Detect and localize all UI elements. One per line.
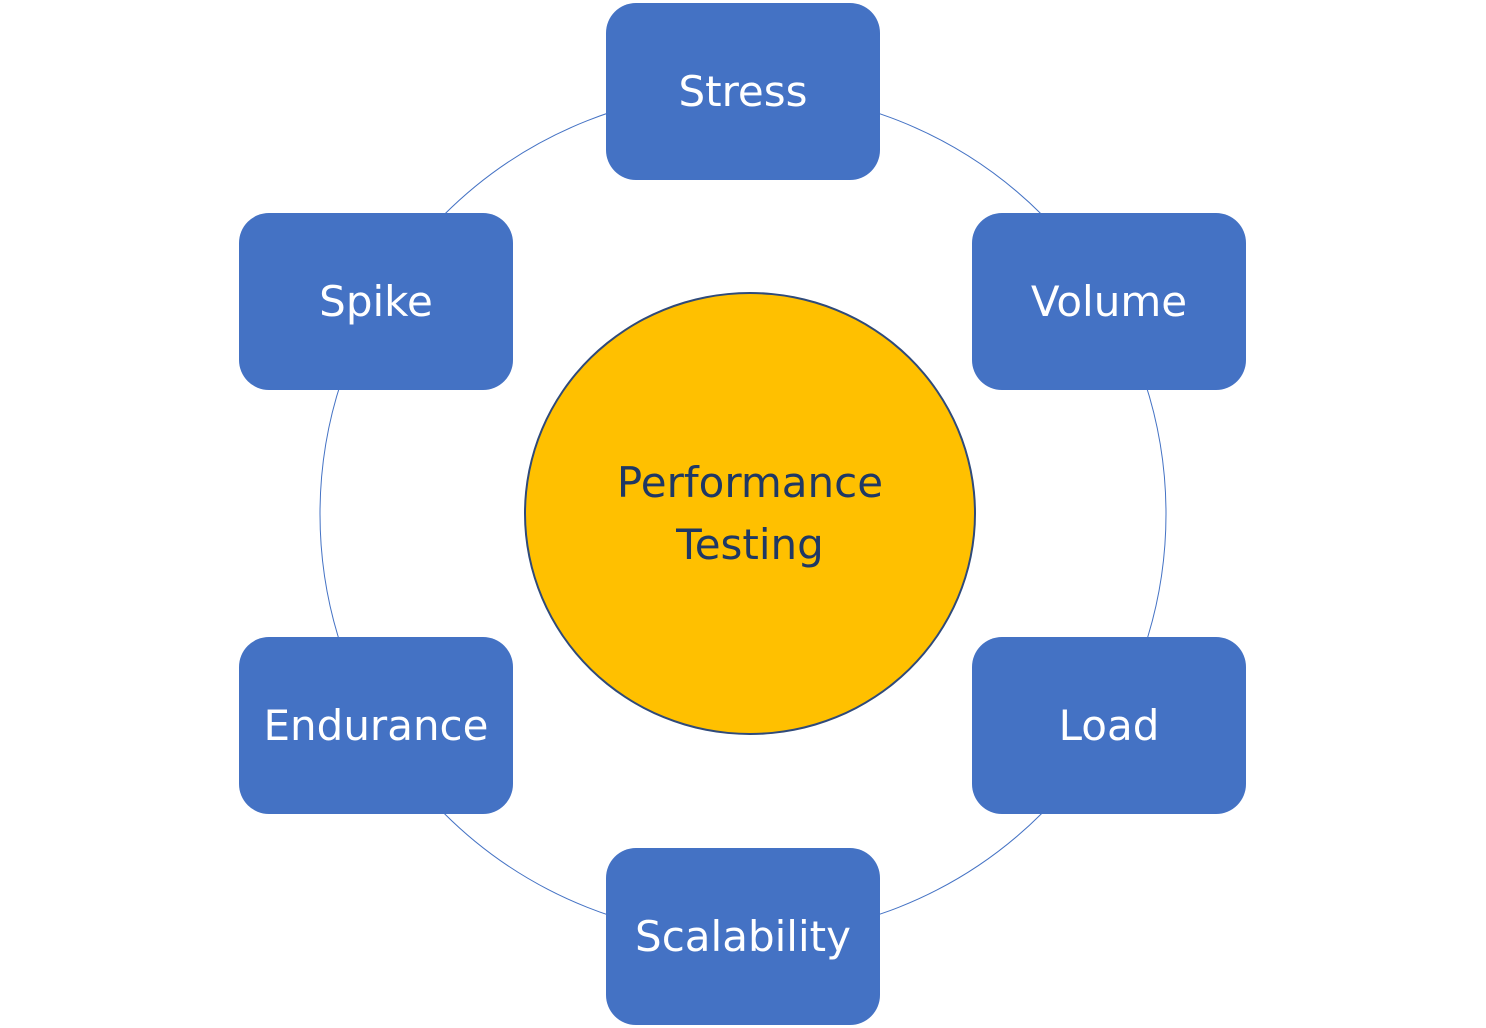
node-spike: Spike bbox=[239, 213, 513, 390]
node-label: Scalability bbox=[635, 911, 851, 961]
center-circle: Performance Testing bbox=[524, 292, 976, 735]
node-label: Load bbox=[1058, 700, 1160, 750]
node-volume: Volume bbox=[972, 213, 1246, 390]
node-label: Endurance bbox=[263, 700, 489, 750]
node-label: Volume bbox=[1030, 276, 1188, 326]
node-stress: Stress bbox=[606, 3, 880, 180]
center-label: Performance Testing bbox=[600, 452, 900, 576]
node-endurance: Endurance bbox=[239, 637, 513, 814]
node-load: Load bbox=[972, 637, 1246, 814]
center-label-line2: Testing bbox=[676, 519, 824, 569]
node-label: Spike bbox=[319, 276, 433, 326]
node-scalability: Scalability bbox=[606, 848, 880, 1025]
center-label-line1: Performance bbox=[616, 457, 884, 507]
node-label: Stress bbox=[678, 66, 808, 116]
